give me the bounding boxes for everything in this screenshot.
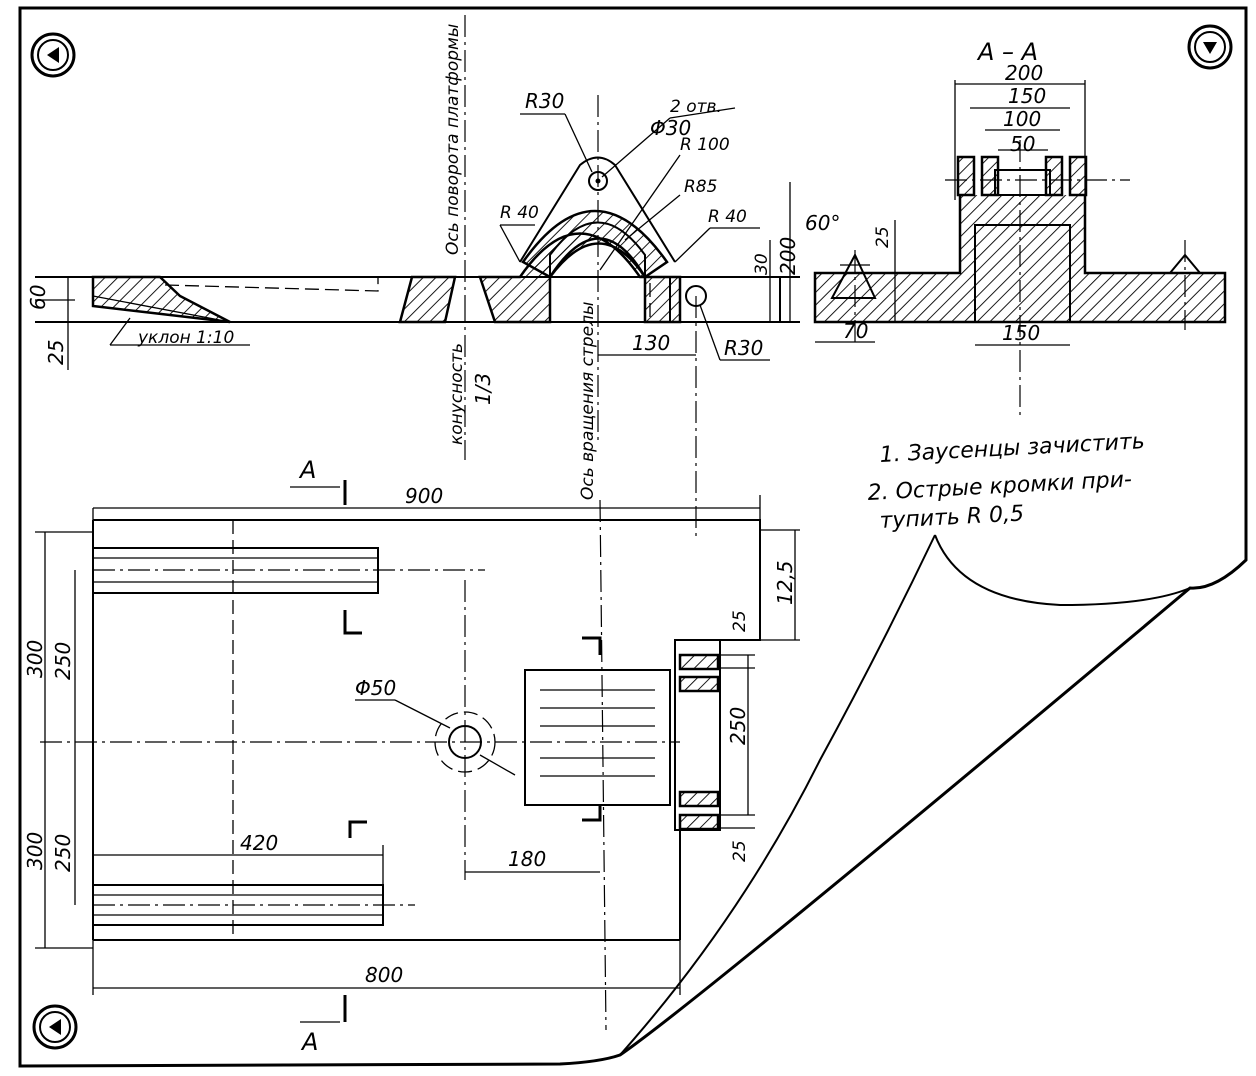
plan-view: [35, 480, 800, 1031]
dim-r30-bottom: R30: [724, 336, 763, 360]
note-1: 1. Заусенцы зачистить: [879, 429, 1145, 468]
dim-section-h25: 25: [873, 226, 893, 248]
dim-h30: 30: [752, 253, 772, 275]
dim-section-w150-bottom: 150: [1002, 321, 1040, 345]
dim-plan-dia50: Φ50: [355, 676, 396, 700]
dim-plan-h125: 12,5: [773, 560, 797, 605]
dim-holes-dia: Φ30: [650, 116, 691, 140]
dim-section-angle60: 60°: [805, 211, 840, 235]
dim-plan-h250-bottom: 250: [51, 834, 75, 872]
dim-h25: 25: [44, 340, 68, 365]
dim-plan-w180: 180: [508, 847, 546, 871]
dim-plan-h300-top: 300: [23, 640, 47, 678]
dim-plan-h300-bottom: 300: [23, 832, 47, 870]
dim-r40-right: R 40: [708, 207, 747, 227]
dim-plan-h250-top: 250: [51, 642, 75, 680]
dim-section-w100: 100: [1003, 107, 1041, 131]
dim-plan-w420: 420: [240, 831, 278, 855]
section-mark-bottom: А: [300, 1028, 318, 1056]
label-boom-rotation-axis: Ось вращения стрелы: [578, 302, 598, 500]
dim-section-w70: 70: [843, 319, 868, 343]
front-view: [35, 15, 800, 540]
dim-w130: 130: [632, 331, 670, 355]
label-rotation-platform: Ось поворота платформы: [443, 24, 463, 255]
dim-plan-h25-top: 25: [730, 610, 750, 632]
section-mark-top: А: [298, 456, 316, 484]
label-holes: 2 отв.: [670, 97, 722, 117]
note-2: 2. Острые кромки при-: [867, 467, 1133, 506]
dim-r85: R85: [684, 177, 717, 197]
arrow-left-icon[interactable]: [30, 32, 76, 78]
dim-h200: 200: [776, 237, 800, 275]
dim-r40-left: R 40: [500, 203, 539, 223]
dim-plan-h25-bottom: 25: [730, 840, 750, 862]
sheet-border: [18, 6, 1248, 1068]
dim-plan-w900: 900: [405, 484, 443, 508]
dim-section-w50: 50: [1010, 132, 1035, 156]
dim-r30-top: R30: [525, 89, 564, 113]
dim-plan-h250-right: 250: [726, 707, 750, 745]
label-conicity: конусность: [447, 343, 467, 445]
note-3: тупить R 0,5: [879, 501, 1025, 534]
arrow-down-icon[interactable]: [1187, 24, 1233, 70]
label-slope: уклон 1:10: [137, 328, 234, 348]
arrow-left-icon[interactable]: [32, 1004, 78, 1050]
dim-section-w150: 150: [1008, 84, 1046, 108]
dim-h60: 60: [26, 285, 50, 310]
section-label: А – А: [976, 38, 1038, 66]
page-curl: [934, 534, 1191, 607]
label-conicity-value: 1/3: [471, 373, 495, 405]
dim-section-w200: 200: [1005, 61, 1043, 85]
dim-plan-w800: 800: [365, 963, 403, 987]
page-curl-edge: [619, 534, 936, 1056]
dim-r100: R 100: [680, 135, 730, 155]
section-a-a: [813, 80, 1227, 420]
